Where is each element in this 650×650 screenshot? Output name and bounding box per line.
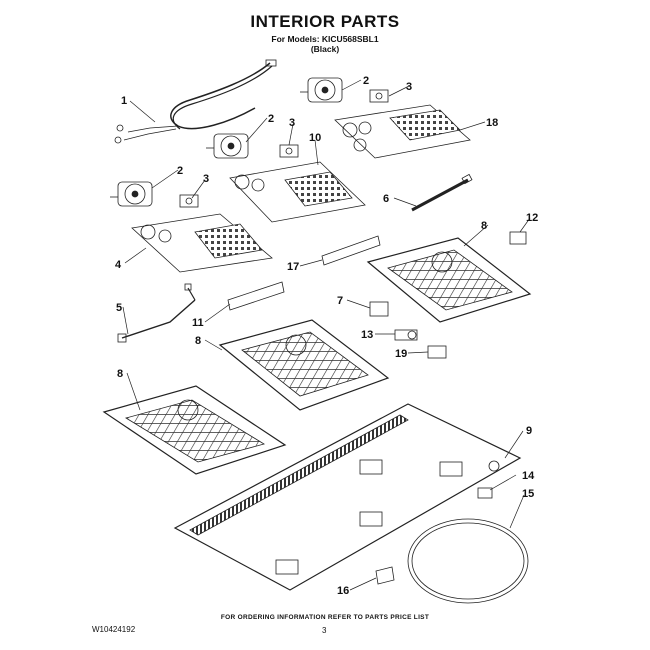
callout-3-middle: 3 xyxy=(289,117,295,129)
gasket-ring-part xyxy=(407,518,529,604)
callout-4: 4 xyxy=(115,259,122,271)
callout-6: 6 xyxy=(383,193,389,205)
ordering-note: FOR ORDERING INFORMATION REFER TO PARTS … xyxy=(220,614,430,621)
clip-part-12 xyxy=(509,231,527,245)
callout-14: 14 xyxy=(522,470,535,482)
callout-9: 9 xyxy=(526,425,532,437)
callout-5: 5 xyxy=(116,302,122,314)
callout-15: 15 xyxy=(522,488,534,500)
callout-13: 13 xyxy=(361,329,373,341)
connector-part-13 xyxy=(394,329,418,341)
callout-8-middle: 8 xyxy=(195,335,201,347)
power-board-4 xyxy=(131,213,273,273)
models-line: For Models: KICU568SBL1 xyxy=(271,34,379,44)
callout-18: 18 xyxy=(486,117,498,129)
callout-8-left: 8 xyxy=(117,368,123,380)
foot-part-16 xyxy=(375,566,395,585)
color-line: (Black) xyxy=(310,44,340,54)
callout-1: 1 xyxy=(121,95,127,107)
power-board-18 xyxy=(334,104,471,159)
sensor-cable-part xyxy=(117,283,196,343)
ribbon-bracket-11 xyxy=(227,281,285,311)
bracket-part-19 xyxy=(427,345,447,359)
page-number: 3 xyxy=(322,626,327,635)
fan-part-left xyxy=(110,181,153,207)
callout-19: 19 xyxy=(395,348,407,360)
document-number: W10424192 xyxy=(92,625,136,634)
callout-16: 16 xyxy=(337,585,349,597)
coil-tray-middle xyxy=(218,319,390,411)
callout-11: 11 xyxy=(192,317,204,329)
clip-part-14 xyxy=(477,487,493,499)
sensor-part-b xyxy=(279,144,299,158)
bracket-part-7 xyxy=(369,301,389,317)
ribbon-bracket-17 xyxy=(321,235,381,266)
sensor-part-c xyxy=(179,194,199,208)
coil-tray-right xyxy=(366,237,532,323)
callout-3-left: 3 xyxy=(203,173,209,185)
callout-10: 10 xyxy=(309,132,321,144)
fan-part-top xyxy=(300,77,343,103)
coil-tray-left xyxy=(102,385,287,475)
sensor-part-a xyxy=(369,89,389,103)
callout-12: 12 xyxy=(526,212,538,224)
callout-2-middle: 2 xyxy=(268,113,274,125)
base-plate-part xyxy=(173,403,522,591)
bracket-rod-part xyxy=(411,173,473,212)
fan-part-middle xyxy=(206,133,249,159)
wire-harness-part xyxy=(114,59,277,144)
callout-8-right: 8 xyxy=(481,220,487,232)
callout-2-top: 2 xyxy=(363,75,369,87)
callout-17: 17 xyxy=(287,261,299,273)
callout-7: 7 xyxy=(337,295,343,307)
page-title: INTERIOR PARTS xyxy=(250,12,400,31)
power-board-10 xyxy=(229,161,366,223)
callout-3-top: 3 xyxy=(406,81,412,93)
callout-2-left: 2 xyxy=(177,165,183,177)
